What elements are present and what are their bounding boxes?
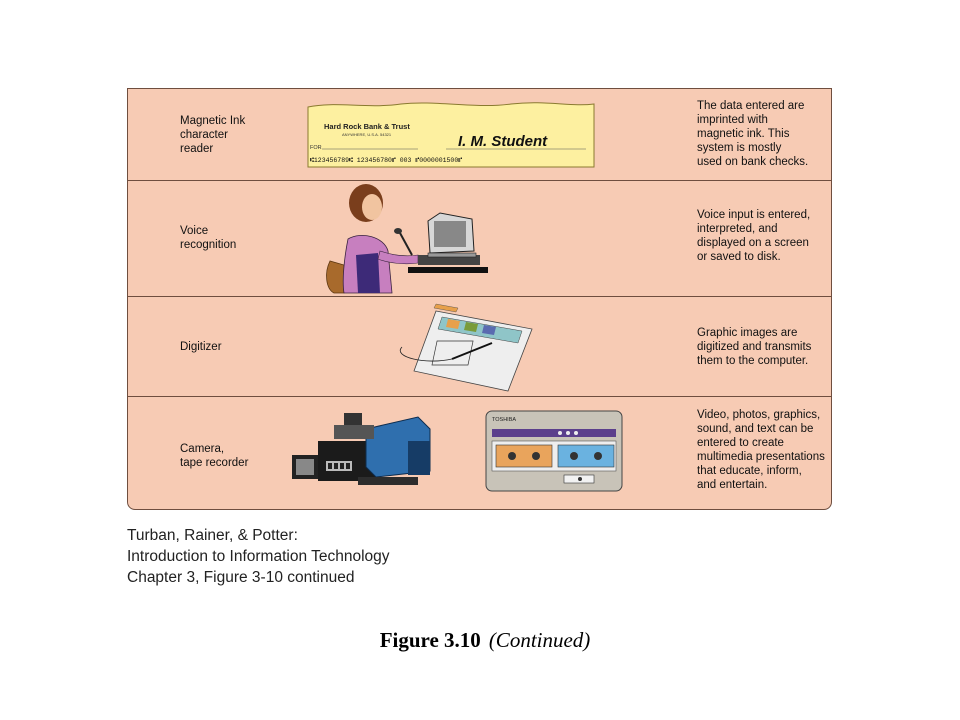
tape-recorder-icon: TOSHIBA (485, 410, 623, 492)
check-bank-address: ANYWHERE, U.S.A. 54321 (342, 132, 392, 137)
video-camera-icon (292, 413, 431, 485)
row-digitizer: Digitizer Graphic images are digitized a… (128, 297, 831, 397)
row-label: Camera, tape recorder (180, 443, 249, 469)
row-label: Magnetic Ink character reader (180, 115, 246, 155)
bank-check-icon: Hard Rock Bank & Trust ANYWHERE, U.S.A. … (307, 102, 595, 168)
row-description: Voice input is entered, interpreted, and… (697, 209, 811, 263)
check-micr-line: ⑆123456789⑆ 123456780⑈ 003 ⑈0000001500⑈ (310, 157, 462, 164)
check-bank-name: Hard Rock Bank & Trust (324, 122, 410, 131)
row-description: Video, photos, graphics, sound, and text… (697, 409, 825, 491)
source-caption: Turban, Rainer, & Potter: Introduction t… (127, 527, 390, 586)
row-label: Voice recognition (180, 225, 237, 251)
row-magnetic-ink: Magnetic Ink character reader Hard Rock … (128, 89, 831, 181)
check-for-label: FOR (310, 145, 322, 151)
check-signature: I. M. Student (458, 133, 548, 150)
row-description: The data entered are imprinted with magn… (697, 100, 809, 168)
tape-recorder-brand: TOSHIBA (492, 417, 516, 423)
person-speaking-into-microphone-icon (326, 184, 488, 294)
row-voice-recognition: Voice recognition Voice input is entered… (128, 181, 831, 297)
figure-title: Figure 3.10 (Continued) (0, 628, 960, 653)
row-description: Graphic images are digitized and transmi… (697, 327, 812, 367)
row-label: Digitizer (180, 341, 222, 353)
figure-number: Figure 3.10 (379, 628, 481, 652)
figure-subtitle: (Continued) (488, 628, 591, 652)
figure-panel: Magnetic Ink character reader Hard Rock … (127, 88, 832, 510)
digitizer-tablet-icon (399, 303, 533, 392)
row-camera-tape-recorder: Camera, tape recorder TOSHIBA (128, 397, 831, 509)
